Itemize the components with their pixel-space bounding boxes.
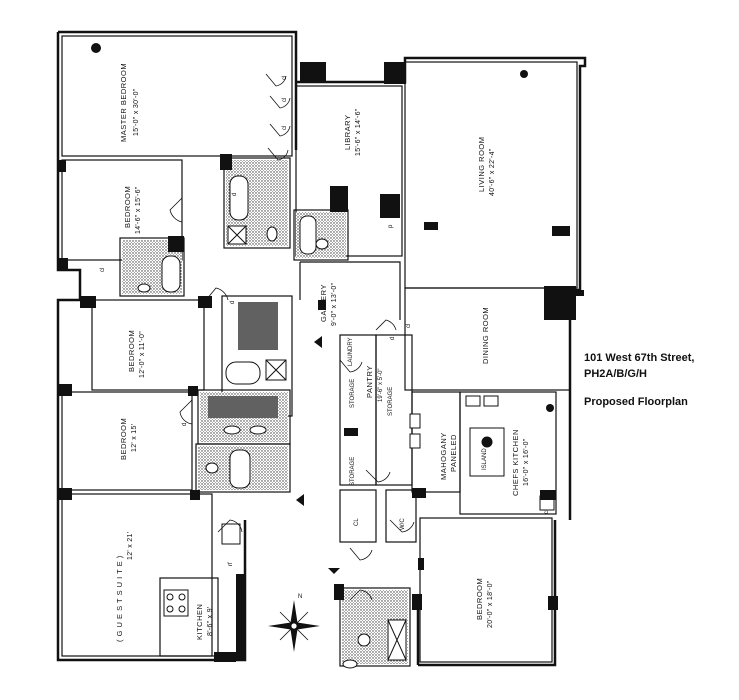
sink-icon	[249, 425, 267, 435]
cl-label: CL	[354, 518, 360, 526]
toilet-icon	[315, 238, 329, 250]
toilet-icon	[137, 283, 151, 293]
entry-arrows	[296, 336, 340, 574]
toilet-icon	[357, 633, 371, 647]
island-label: ISLAND	[482, 448, 488, 470]
library-dims: 15'-6" x 14'-6"	[355, 108, 362, 156]
library-name: LIBRARY	[343, 115, 352, 150]
interior-walls	[61, 35, 578, 667]
stove-icon	[163, 589, 189, 617]
door-swings	[169, 73, 415, 601]
guest-suite-dims: 12' x 21'	[127, 532, 134, 560]
bedroom-4-dims: 20'-0" x 18'-0"	[487, 580, 494, 628]
bedroom-3-dims: 12' x 15'	[131, 424, 138, 452]
toilet-icon	[205, 462, 219, 474]
bedroom-2-name: BEDROOM	[127, 330, 136, 372]
room-labels: MASTER BEDROOM 15'-0" x 30'-0" BEDROOM 1…	[100, 63, 550, 642]
markers	[91, 43, 554, 412]
sink-icon	[342, 659, 358, 669]
structural-columns	[58, 62, 584, 662]
bedroom-4-name: BEDROOM	[475, 578, 484, 620]
chefs-kitchen-dims: 16'-0" x 16'-0"	[523, 438, 530, 486]
bathtub-icon	[299, 215, 317, 255]
storage-1-name: STORAGE	[350, 379, 356, 408]
living-room-dims: 40'-6" x 22'-4"	[489, 148, 496, 196]
bathtub-icon	[229, 449, 251, 489]
bathtub-icon	[229, 175, 249, 221]
chefs-kitchen-name: CHEFS KITCHEN	[511, 429, 520, 496]
fixtures	[137, 175, 555, 669]
closet-label: cl	[406, 324, 412, 328]
units-caption: PH2A/B/G/H	[584, 368, 647, 380]
gallery-name: GALLERY	[319, 284, 328, 322]
shower-icon	[227, 225, 247, 245]
door-label: d	[230, 301, 236, 304]
door-label: d	[232, 193, 238, 196]
dining-room-name: DINING ROOM	[481, 307, 490, 364]
subtitle-caption: Proposed Floorplan	[584, 396, 688, 408]
closet-label: cl	[100, 268, 106, 272]
master-bedroom-name: MASTER BEDROOM	[119, 63, 128, 142]
sink-icon	[223, 425, 241, 435]
closet-label: cl	[544, 510, 550, 514]
closet-label: cl	[282, 98, 288, 102]
compass-north-label: N	[298, 594, 302, 600]
guest-suite-name: ( G U E S T S U I T E )	[115, 555, 124, 642]
storage-2-name: STORAGE	[350, 457, 356, 486]
pantry-name: PANTRY	[365, 365, 374, 398]
living-room-name: LIVING ROOM	[477, 136, 486, 192]
closet-label: cl	[282, 76, 288, 80]
laundry-name: LAUNDRY	[348, 337, 354, 366]
kitchen-island	[469, 427, 505, 477]
bedroom-2-dims: 12'-0" x 11'-0"	[139, 331, 146, 378]
door-label: d	[390, 337, 396, 340]
toilet-icon	[266, 226, 278, 242]
shower-icon	[387, 619, 407, 661]
bathtub-icon	[161, 255, 181, 293]
refrigerator-icon	[221, 523, 241, 545]
closet-label: cl	[282, 126, 288, 130]
shower-icon	[265, 359, 287, 381]
mahogany-sub: PANELED	[449, 434, 458, 472]
bedroom-1-name: BEDROOM	[123, 186, 132, 228]
bathtub-icon	[225, 361, 261, 385]
mahogany-name: MAHOGANY	[439, 432, 448, 480]
bedroom-3-name: BEDROOM	[119, 418, 128, 460]
address-caption: 101 West 67th Street,	[584, 352, 695, 364]
wc-label: W/C	[400, 518, 406, 530]
pantry-p-label: p	[388, 224, 394, 228]
refrigerator-label: rf	[228, 562, 234, 566]
master-bedroom-dims: 15'-0" x 30'-0"	[133, 88, 140, 136]
kitchen-dims: 8'-6" x 9'	[207, 606, 214, 636]
kitchen-name: KITCHEN	[195, 604, 204, 640]
pantry-dims: 19'-6" x 5'-0"	[378, 368, 384, 402]
door-label: d	[182, 423, 188, 426]
compass-icon	[268, 600, 320, 652]
storage-3-name: STORAGE	[388, 387, 394, 416]
gallery-dims: 9'-0" x 13'-0"	[331, 282, 338, 326]
bedroom-1-dims: 14'-6" x 15'-6"	[135, 186, 142, 234]
